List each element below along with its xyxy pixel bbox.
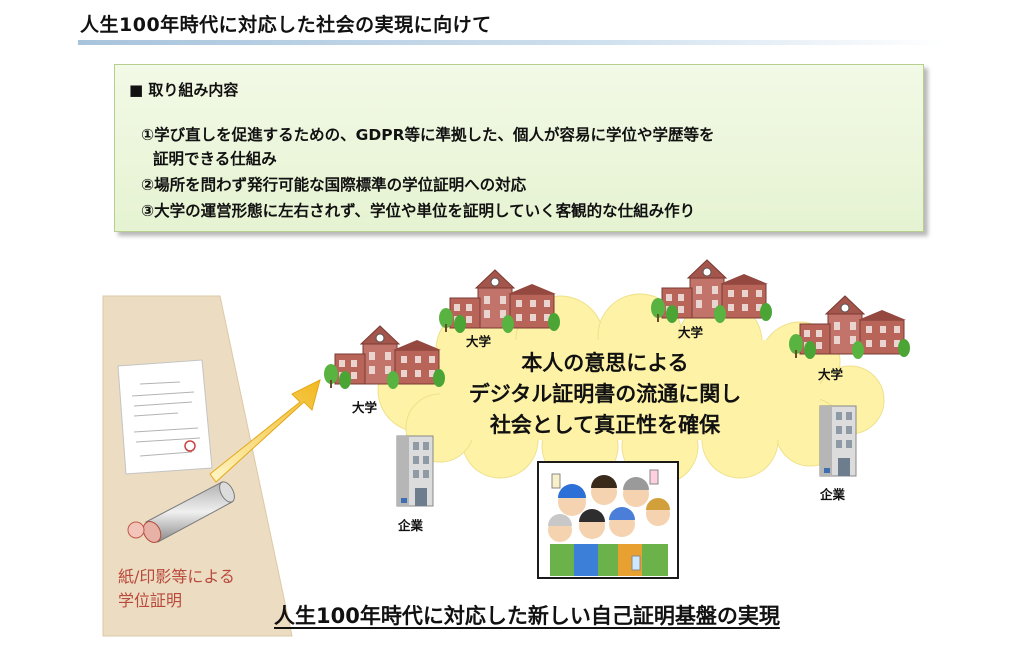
university-icon-2 [438,269,561,334]
people-group-image [537,461,679,579]
paper-certificate-label-line-2: 学位証明 [118,591,183,610]
cloud-message-line-1: 本人の意思による [521,351,689,375]
company-icon-1 [396,435,434,507]
cloud-message-line-2: デジタル証明書の流通に関し [468,382,742,406]
university-icon-3 [650,259,773,324]
company-icon-2 [819,405,857,477]
university-label-3: 大学 [678,325,704,340]
initiative-item-1: ①学び直しを促進するための、GDPR等に準拠した、個人が容易に学位や学歴等を [141,126,715,144]
initiatives-heading: ■ 取り組み内容 [129,81,239,99]
paper-certificate-label-line-1: 紙/印影等による [118,567,235,586]
initiative-item-1-continued: 証明できる仕組み [153,150,277,168]
paper-certificate-label: 紙/印影等による 学位証明 [118,565,235,613]
initiative-item-2: ②場所を問わず発行可能な国際標準の学位証明への対応 [141,176,527,194]
certificate-document-icon [117,359,213,475]
cloud-message-line-3: 社会として真正性を確保 [489,413,721,437]
university-label-2: 大学 [466,334,492,349]
university-label-4: 大学 [818,367,844,382]
initiatives-box: ■ 取り組み内容 ①学び直しを促進するための、GDPR等に準拠した、個人が容易に… [114,64,924,232]
title-underline [78,40,946,45]
company-label-2: 企業 [820,487,846,502]
footer-title: 人生100年時代に対応した新しい自己証明基盤の実現 [274,604,780,628]
page-title: 人生100年時代に対応した社会の実現に向けて [80,14,492,36]
university-label-1: 大学 [352,400,378,415]
diploma-roll-icon [127,481,235,543]
company-label-1: 企業 [398,518,424,533]
cloud-message: 本人の意思による デジタル証明書の流通に関し 社会として真正性を確保 [390,348,820,441]
initiative-item-3: ③大学の運営形態に左右されず、学位や単位を証明していく客観的な仕組み作り [141,202,696,220]
network-cloud [377,293,885,485]
arrow-icon [209,379,321,483]
